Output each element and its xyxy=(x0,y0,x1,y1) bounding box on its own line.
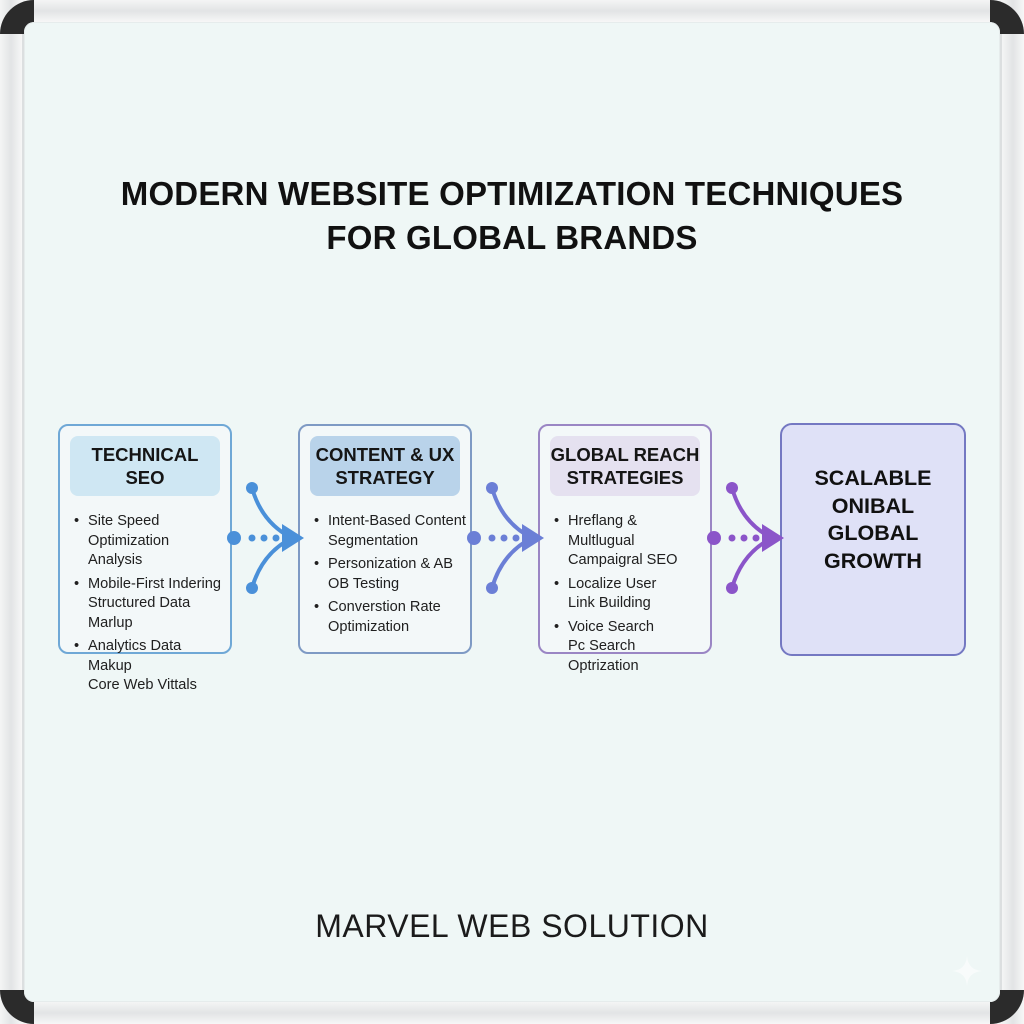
outcome-text: SCALABLE ONIBAL GLOBAL GROWTH xyxy=(814,466,932,573)
whiteboard-frame-bottom xyxy=(0,1002,1024,1024)
merge-arrow-icon xyxy=(707,482,784,594)
title-line-1: MODERN WEBSITE OPTIMIZATION TECHNIQUES xyxy=(120,175,904,212)
merge-arrow-icon xyxy=(227,482,304,594)
merge-arrow-icon xyxy=(467,482,544,594)
stage-heading: TECHNICAL SEO xyxy=(70,436,220,496)
outcome-card-scalable-global-growth: SCALABLE ONIBAL GLOBAL GROWTH xyxy=(780,423,966,656)
whiteboard-frame-left xyxy=(0,0,22,1024)
whiteboard-frame-top xyxy=(0,0,1024,22)
sparkle-icon xyxy=(952,956,982,986)
brand-footer: MARVEL WEB SOLUTION xyxy=(315,908,709,944)
diagram-title: MODERN WEBSITE OPTIMIZATION TECHNIQUES F… xyxy=(0,172,1024,260)
title-line-2: FOR GLOBAL BRANDS xyxy=(326,219,698,256)
stage-card-technical-seo: TECHNICAL SEO Site Speed OptimizationAna… xyxy=(58,424,232,693)
whiteboard-frame-right xyxy=(1002,0,1024,1024)
